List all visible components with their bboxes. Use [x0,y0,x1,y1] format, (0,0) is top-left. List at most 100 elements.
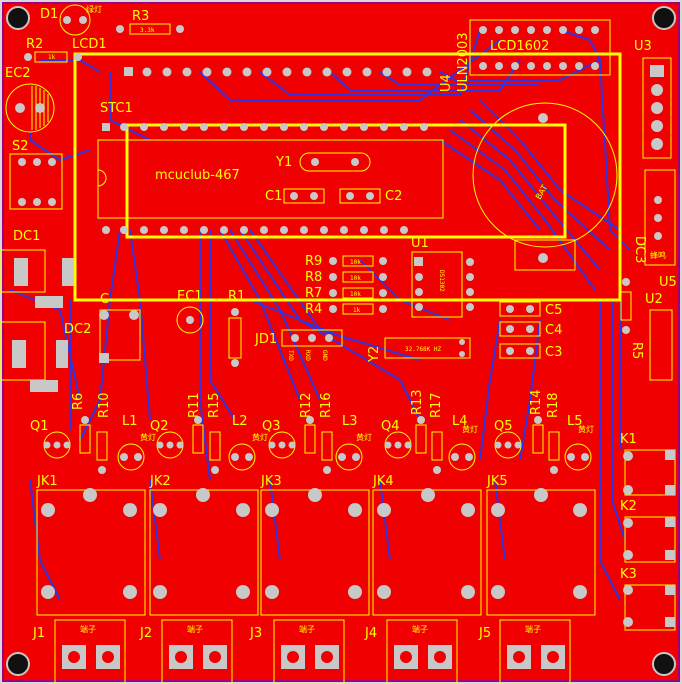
dc2-pad [56,340,68,368]
copper-traces [9,29,631,601]
jd1-pin-gnd: GND [321,350,328,361]
r16-label: R16 [319,392,334,418]
c1-label: C1 [265,189,282,204]
r15-label: R15 [207,392,222,418]
jk2-label: JK2 [149,474,171,489]
r3-pad [176,25,184,33]
ec2-footprint [5,83,55,133]
r13-label: R13 [410,389,425,415]
c2-label: C2 [385,189,402,204]
y2-pad [459,351,465,357]
dc2-footprint [0,321,46,381]
y2-footprint [384,337,471,359]
jd1-footprint [281,329,343,347]
s1-pad [99,353,109,363]
r6-label: R6 [71,393,86,410]
jk4-label: JK4 [372,474,394,489]
u1-footprint [411,251,463,318]
battery-tab [514,239,576,271]
dc3-pad [622,278,630,286]
button-k1: K1 [620,432,676,496]
ec2-pad [15,103,25,113]
uln2003-label: ULN2003 [456,32,471,92]
u3-pads [650,65,664,150]
ec2-label: EC2 [5,66,31,81]
r17-label: R17 [429,392,444,418]
d1-pad [79,16,87,24]
r5-footprint [620,291,632,321]
l2-label: L2 [232,414,248,429]
k1-label: K1 [620,432,637,447]
s1-pad [129,310,139,320]
u5-pads [654,196,662,240]
r5-pad [622,326,630,334]
button-k3: K3 [620,567,676,631]
u1-label: U1 [411,236,429,251]
y2-value: 32.768K HZ [405,346,442,353]
r3-label: R3 [132,9,149,24]
r1-pad [231,308,239,316]
j3-label: J3 [249,626,262,641]
driver-row-1: Q1 R6 R10 L1 黄灯 [30,392,156,474]
u2-footprint [649,309,673,381]
stc1-pins [102,123,428,234]
jd1-label: JD1 [254,332,277,347]
c1-pad [290,192,298,200]
dc1-pad [35,296,63,308]
lcd1-outline [73,52,622,302]
driver-row-4: Q4 R13 R17 L4 黄灯 [381,389,478,474]
r2-footprint [34,51,68,63]
relay-jk5: JK5 [486,474,596,616]
buzzer-label: 蜂鸣 [650,250,666,260]
r3-footprint [129,23,171,35]
c1-footprint [283,188,325,204]
dc3-label: DC3 [632,236,647,263]
y1-pad [311,158,319,166]
ec1-footprint [176,306,204,334]
u1-pads [414,257,474,311]
l2-tag: 黄灯 [252,432,268,442]
jk5-label: JK5 [486,474,508,489]
r9-label: R9 [305,254,322,269]
capacitor-bank: C5 C4 C3 [499,301,562,360]
terminal-j4: J4 端子 [364,619,458,684]
d1-footprint [59,4,91,36]
dc2-pad [12,340,26,368]
relay-jk2: JK2 [149,474,259,616]
lcd1-label: LCD1 [72,37,107,52]
terminal-j3: J3 端子 [249,619,345,684]
relay-jk3: JK3 [260,474,370,616]
u5-label: U5 [659,275,677,290]
r3-pad [116,25,124,33]
u3-label: U3 [634,39,652,54]
dc1-footprint [0,249,46,293]
j4-terminal-label: 端子 [412,624,428,634]
q2-label: Q2 [150,419,169,434]
dc1-pad [62,258,74,286]
l4-tag: 黄灯 [462,424,478,434]
j1-label: J1 [32,626,45,641]
r12-label: R12 [299,392,314,418]
mounting-holes [6,6,676,676]
driver-row-5: Q5 R14 R18 L5 黄灯 [494,389,594,474]
stc1-notch [97,169,107,187]
j2-terminal-label: 端子 [187,624,203,634]
stc1-label: STC1 [100,101,133,116]
l5-label: L5 [567,414,583,429]
stc1-outline [97,139,444,219]
c3-label: C3 [545,345,562,360]
l3-tag: 黄灯 [356,432,372,442]
s2-label: S2 [12,139,29,154]
r2-value: 1k [48,54,56,61]
terminal-j2: J2 端子 [139,619,233,684]
r4-value: 1k [353,307,361,314]
k3-label: K3 [620,567,637,582]
r1-pad [231,359,239,367]
c2-footprint [339,188,381,204]
s2-pads [18,158,56,206]
dc1-pad [14,258,28,286]
d1-value: 绿灯 [86,4,102,14]
j3-terminal-label: 端子 [299,624,315,634]
r2-pad [74,53,82,61]
